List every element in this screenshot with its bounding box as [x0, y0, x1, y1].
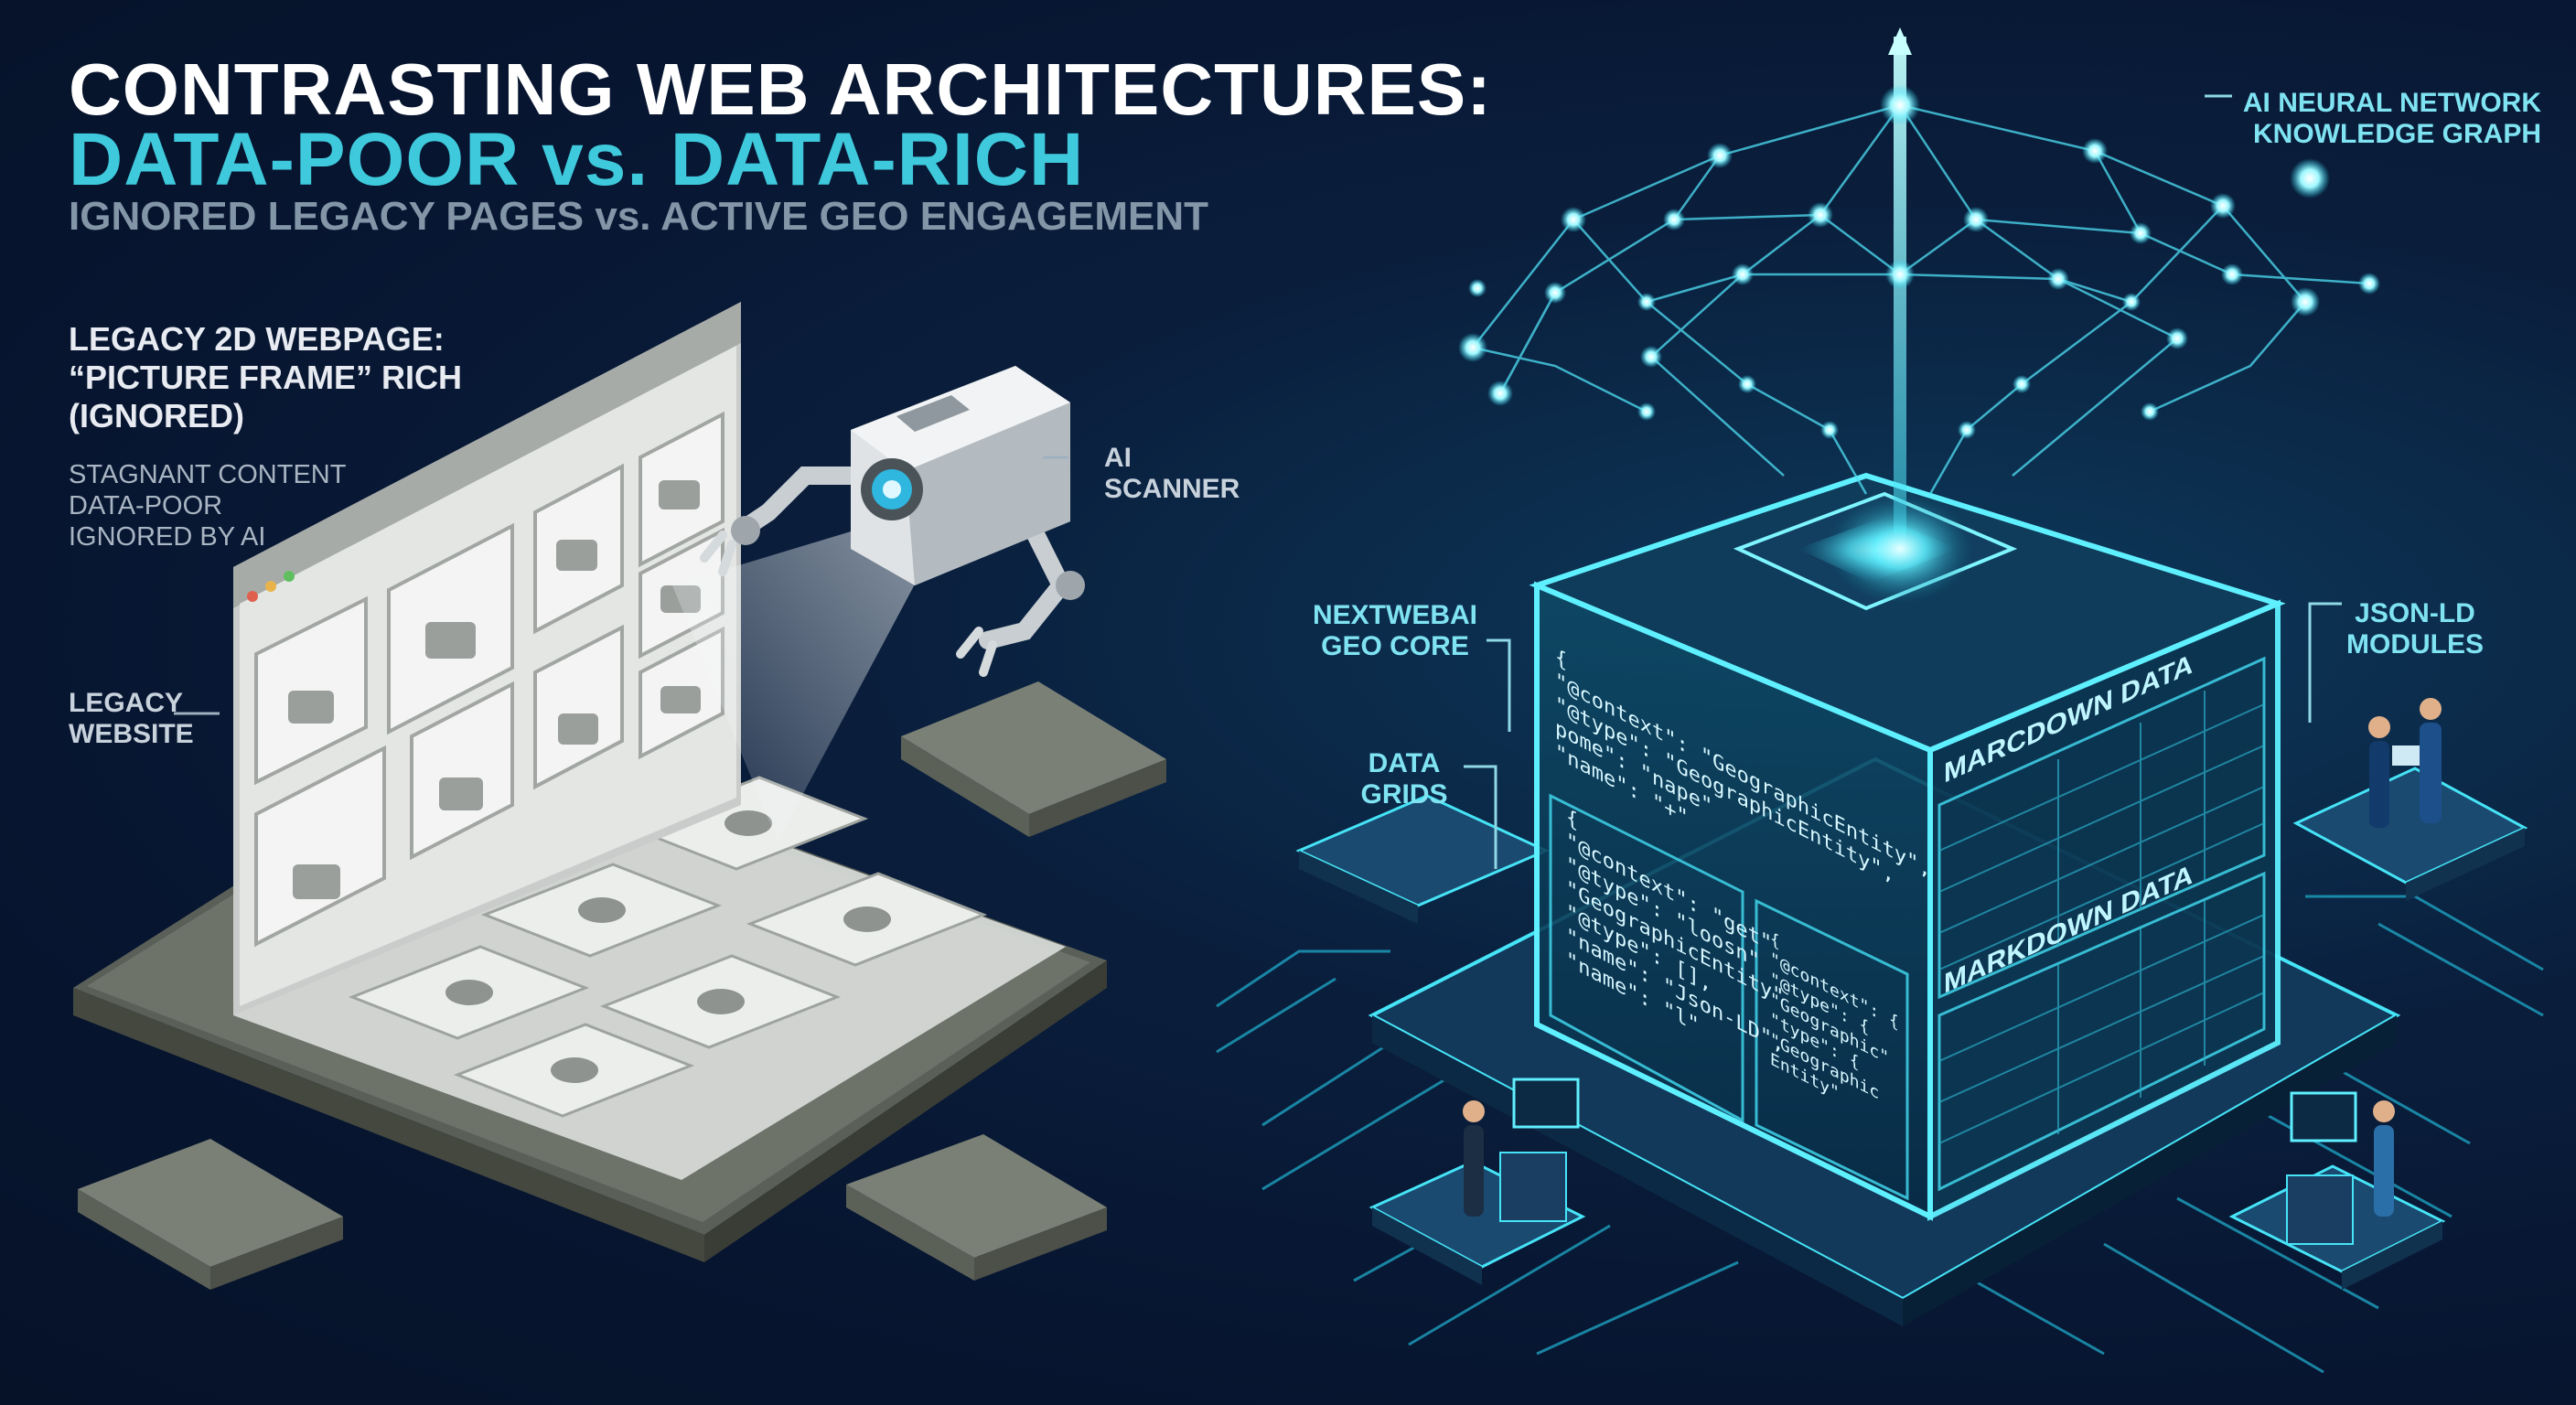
central-beam — [1827, 27, 1973, 604]
data-grids-label: DATA GRIDS — [1345, 748, 1464, 810]
legacy-description: STAGNANT CONTENT DATA-POOR IGNORED BY AI — [69, 459, 435, 552]
legacy-floor-camera-icons — [445, 810, 891, 1083]
business-people-figures — [2368, 698, 2442, 828]
json-ld-modules-label: JSON-LD MODULES — [2342, 598, 2488, 660]
geo-core-label: NEXTWEBAI GEO CORE — [1299, 600, 1491, 662]
json-ld-modules-label-line: MODULES — [2346, 629, 2484, 660]
legacy-heading-line: LEGACY 2D WEBPAGE: — [69, 320, 445, 358]
legacy-heading-line: “PICTURE FRAME” RICH — [69, 359, 462, 396]
ai-scanner-label: AI SCANNER — [1104, 443, 1240, 505]
side-pedestal-right — [2292, 767, 2528, 901]
geo-core-label-line: NEXTWEBAI — [1313, 600, 1477, 630]
legacy-website-label: LEGACY WEBSITE — [69, 688, 194, 750]
legacy-heading: LEGACY 2D WEBPAGE: “PICTURE FRAME” RICH … — [69, 320, 544, 435]
neural-network-nodes — [1458, 85, 2380, 439]
page-title-highlight: DATA-POOR vs. DATA-RICH — [69, 118, 1085, 201]
ai-scanner-label-line: SCANNER — [1104, 474, 1240, 504]
neural-network-label-line: KNOWLEDGE GRAPH — [2253, 119, 2541, 149]
data-grids-label-line: DATA — [1368, 748, 1441, 778]
operator-left — [1463, 1078, 1580, 1222]
geo-core-label-line: GEO CORE — [1321, 631, 1469, 661]
data-table-rows — [1938, 691, 2265, 1144]
operator-right — [2286, 1091, 2395, 1245]
neural-network-label-line: AI NEURAL NETWORK — [2242, 88, 2541, 118]
neural-network-label: AI NEURAL NETWORK KNOWLEDGE GRAPH — [2212, 88, 2541, 150]
json-ld-modules-label-line: JSON-LD — [2355, 598, 2475, 628]
legacy-website-label-line: WEBSITE — [69, 719, 194, 749]
ai-scanner-robot — [672, 366, 1085, 842]
legacy-website-label-line: LEGACY — [69, 688, 184, 718]
geo-label-connectors — [1464, 94, 2342, 869]
legacy-description-line: DATA-POOR — [69, 491, 223, 520]
ai-scanner-label-line: AI — [1104, 443, 1132, 473]
legacy-description-line: IGNORED BY AI — [69, 522, 266, 552]
side-pedestal-left — [1295, 794, 1550, 924]
legacy-heading-line: (IGNORED) — [69, 397, 244, 434]
data-grids-label-line: GRIDS — [1360, 779, 1448, 810]
legacy-description-line: STAGNANT CONTENT — [69, 460, 347, 489]
page-title: CONTRASTING WEB ARCHITECTURES: — [69, 48, 1492, 130]
code-panel-frames — [1549, 793, 1909, 1201]
page-subtitle: IGNORED LEGACY PAGES vs. ACTIVE GEO ENGA… — [69, 194, 1209, 239]
neural-network-links — [1472, 103, 2370, 495]
